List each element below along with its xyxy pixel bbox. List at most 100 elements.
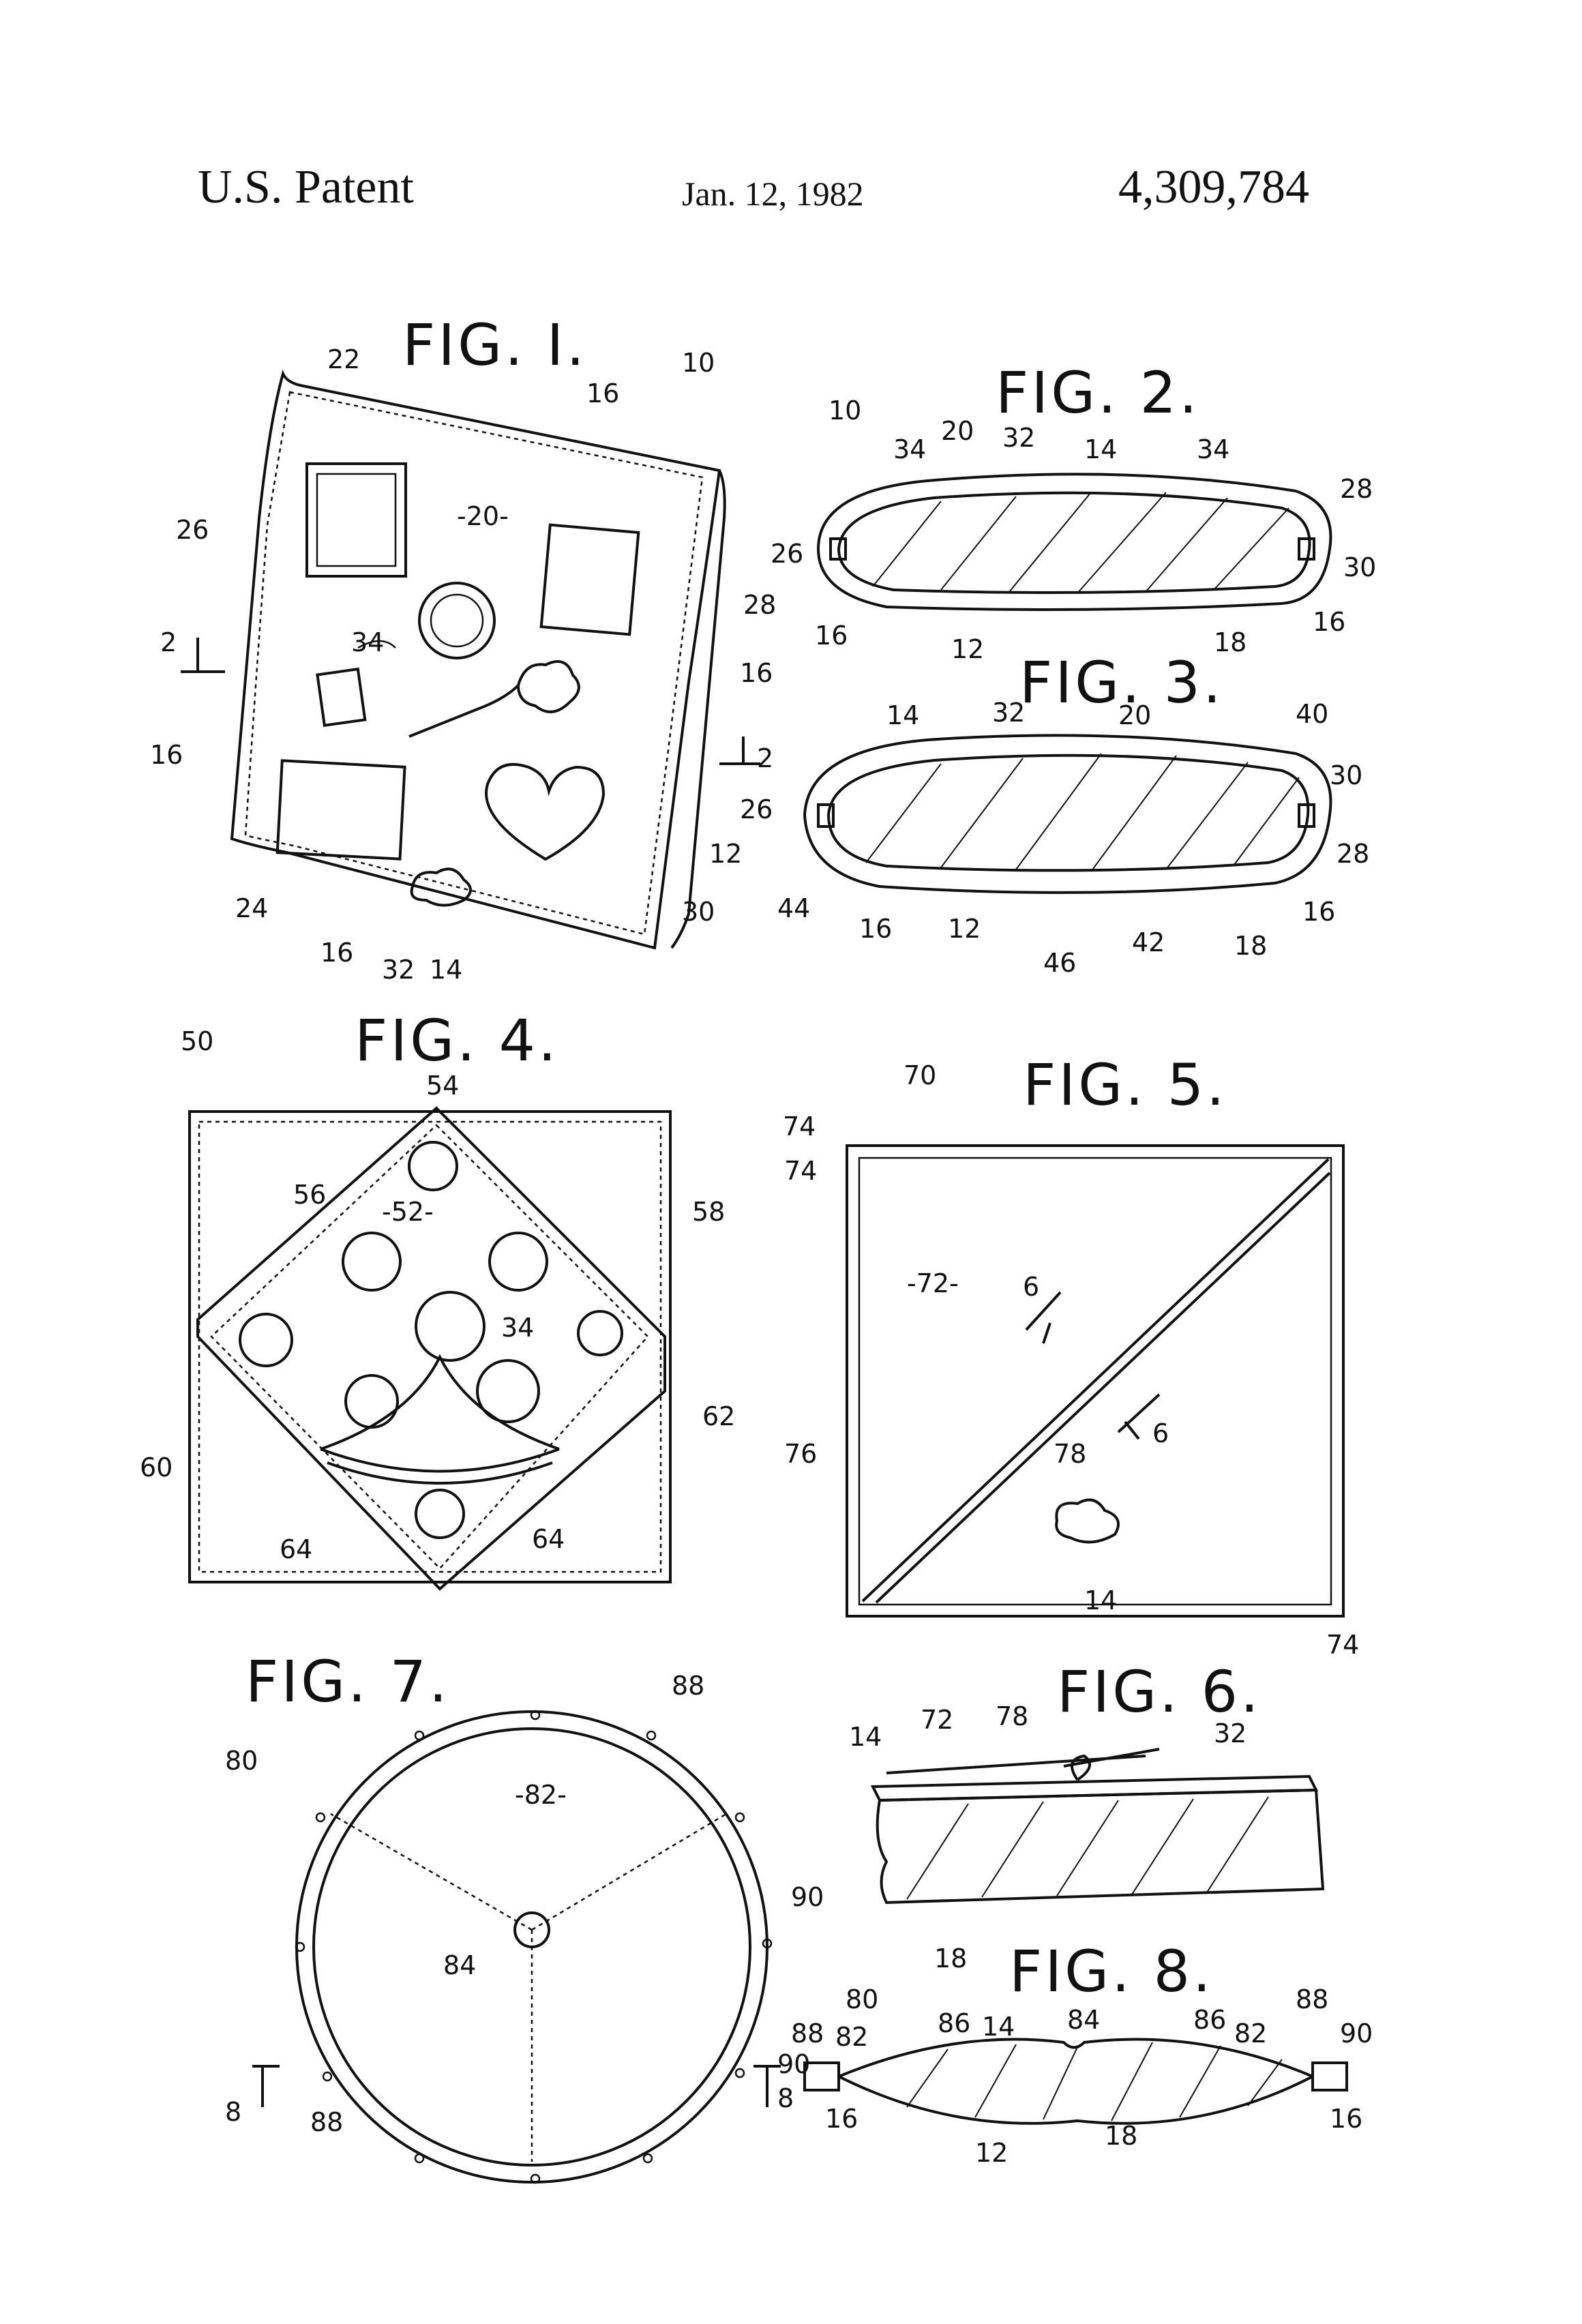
figure-6: FIG. 6. 14 72 78 32 18: [849, 1658, 1325, 1973]
fig1-label-28: 28: [743, 590, 776, 620]
fig7-label-80: 80: [225, 1746, 258, 1776]
fig1-label-14: 14: [430, 955, 462, 985]
fig7-label-88: 88: [672, 1671, 704, 1701]
fig5-label-6-lower: 6: [1152, 1418, 1169, 1448]
fig1-ticket: [316, 667, 367, 728]
fig1-label-26: 26: [176, 515, 209, 545]
fig4-label-62: 62: [702, 1401, 735, 1431]
fig1-coin-inner: [430, 593, 484, 648]
fig5-label-74c: 74: [1326, 1630, 1359, 1660]
fig7-label-88b: 88: [310, 2107, 343, 2137]
fig1-photo: [305, 462, 407, 578]
fig4-label-54: 54: [426, 1071, 459, 1101]
fig3-label-30: 30: [1330, 760, 1362, 790]
fig1-label-34: 34: [351, 627, 384, 657]
figure-8: FIG. 8. 80 88 82 86 14 84 86 82 88 90: [777, 1938, 1373, 2168]
fig3-label-42: 42: [1132, 927, 1165, 957]
fig2-label-34b: 34: [1197, 434, 1229, 464]
fig4-coins: [239, 1141, 623, 1539]
fig2-inner-shell: [837, 491, 1311, 594]
fig4-label-64b: 64: [532, 1524, 565, 1554]
fig6-label-72: 72: [921, 1705, 953, 1735]
fig1-photo-inner: [316, 473, 397, 567]
fig7-label-90: 90: [791, 1882, 824, 1912]
fig5-label-70: 70: [904, 1060, 936, 1090]
fig1-side-gusset: [670, 470, 726, 949]
fig2-label-14: 14: [1084, 434, 1117, 464]
fig6-label-14: 14: [849, 1722, 882, 1752]
fig6-label-32: 32: [1214, 1718, 1247, 1748]
figure-1: FIG. I. 10 22 16 -20-: [150, 312, 776, 985]
fig4-title: FIG. 4.: [355, 1007, 559, 1074]
fig8-label-88b: 88: [1296, 1984, 1328, 2014]
fig4-label-60: 60: [140, 1452, 173, 1483]
fig1-label-16c: 16: [150, 740, 183, 770]
fig2-label-18: 18: [1214, 627, 1247, 657]
fig3-label-28: 28: [1337, 839, 1369, 869]
fig1-section-left: [181, 638, 225, 673]
fig1-document: [539, 523, 640, 636]
fig2-label-34: 34: [893, 434, 926, 464]
fig2-title: FIG. 2.: [996, 359, 1200, 426]
figure-3: FIG. 3. 14 32 20 40 30 26 28 44 16 12: [740, 649, 1369, 978]
fig2-fill-hatching: [872, 492, 1289, 594]
fig3-label-14: 14: [886, 700, 919, 730]
fig1-label-30: 30: [682, 897, 715, 927]
fig2-label-30: 30: [1343, 552, 1376, 582]
figure-5: FIG. 5. 70 74 74 -72- 6 6 76 78 14 74: [783, 1052, 1359, 1660]
fig6-top-sheet: [886, 1748, 1160, 1774]
fig8-title: FIG. 8.: [1009, 1938, 1214, 2005]
fig3-label-16b: 16: [1302, 897, 1335, 927]
fig5-memento-14: [1055, 1498, 1120, 1544]
fig1-label-22: 22: [327, 344, 360, 374]
fig2-left-seal: [829, 537, 847, 561]
fig1-card: [275, 759, 406, 861]
fig4-diamond-seam: [210, 1124, 649, 1570]
fig4-label-50: 50: [181, 1026, 213, 1056]
fig1-label-2-left: 2: [160, 627, 177, 657]
fig1-label-16b: 16: [740, 658, 773, 688]
fig2-label-20: 20: [941, 416, 974, 446]
fig4-label-56: 56: [293, 1180, 326, 1210]
fig4-pocket-band: [320, 1448, 560, 1485]
fig8-lower-shell: [838, 2075, 1313, 2125]
fig3-label-26: 26: [740, 794, 773, 824]
fig5-section-arrow-lower: [1117, 1393, 1161, 1440]
fig7-label-8-left: 8: [225, 2097, 241, 2127]
fig5-diagonal-seam: [861, 1158, 1331, 1604]
fig6-label-78: 78: [996, 1701, 1028, 1731]
fig3-fill-hatching: [865, 753, 1300, 872]
fig5-label-78: 78: [1054, 1439, 1086, 1469]
fig3-label-32: 32: [992, 698, 1025, 728]
fig8-label-82b: 82: [1234, 2018, 1267, 2049]
header-patent-label: U.S. Patent: [198, 161, 414, 213]
fig1-bag-outline: [230, 369, 721, 950]
fig5-label-72: -72-: [907, 1268, 959, 1298]
fig1-memento-14: [410, 867, 472, 907]
fig4-label-58: 58: [692, 1197, 725, 1227]
fig3-title: FIG. 3.: [1019, 649, 1224, 716]
fig1-label-12: 12: [709, 839, 742, 869]
fig8-label-90b: 90: [1340, 2018, 1373, 2049]
fig4-diamond-pouch: [196, 1106, 666, 1591]
fig8-label-84: 84: [1067, 2005, 1100, 2035]
fig2-label-12: 12: [951, 634, 984, 664]
fig8-upper-shell: [838, 2038, 1313, 2078]
header-date: Jan. 12, 1982: [682, 175, 864, 213]
fig4-outer-sheet: [188, 1110, 672, 1583]
fig1-label-16: 16: [586, 378, 619, 408]
fig6-film-layer: [870, 1774, 1319, 1802]
fig8-label-88: 88: [791, 2018, 824, 2049]
fig5-label-74b: 74: [784, 1156, 817, 1186]
fig1-leader: [357, 640, 396, 649]
fig7-seam-lines: [330, 1813, 727, 2162]
fig1-label-32: 32: [382, 955, 415, 985]
fig3-label-46: 46: [1043, 948, 1076, 978]
fig6-fold-78: [1071, 1754, 1091, 1781]
fig1-label-2-right: 2: [757, 743, 773, 773]
fig2-label-26: 26: [771, 539, 803, 569]
header-patent-number: 4,309,784: [1118, 161, 1309, 213]
fig8-label-14: 14: [982, 2012, 1015, 2042]
fig7-inner-rim: [312, 1727, 751, 2166]
